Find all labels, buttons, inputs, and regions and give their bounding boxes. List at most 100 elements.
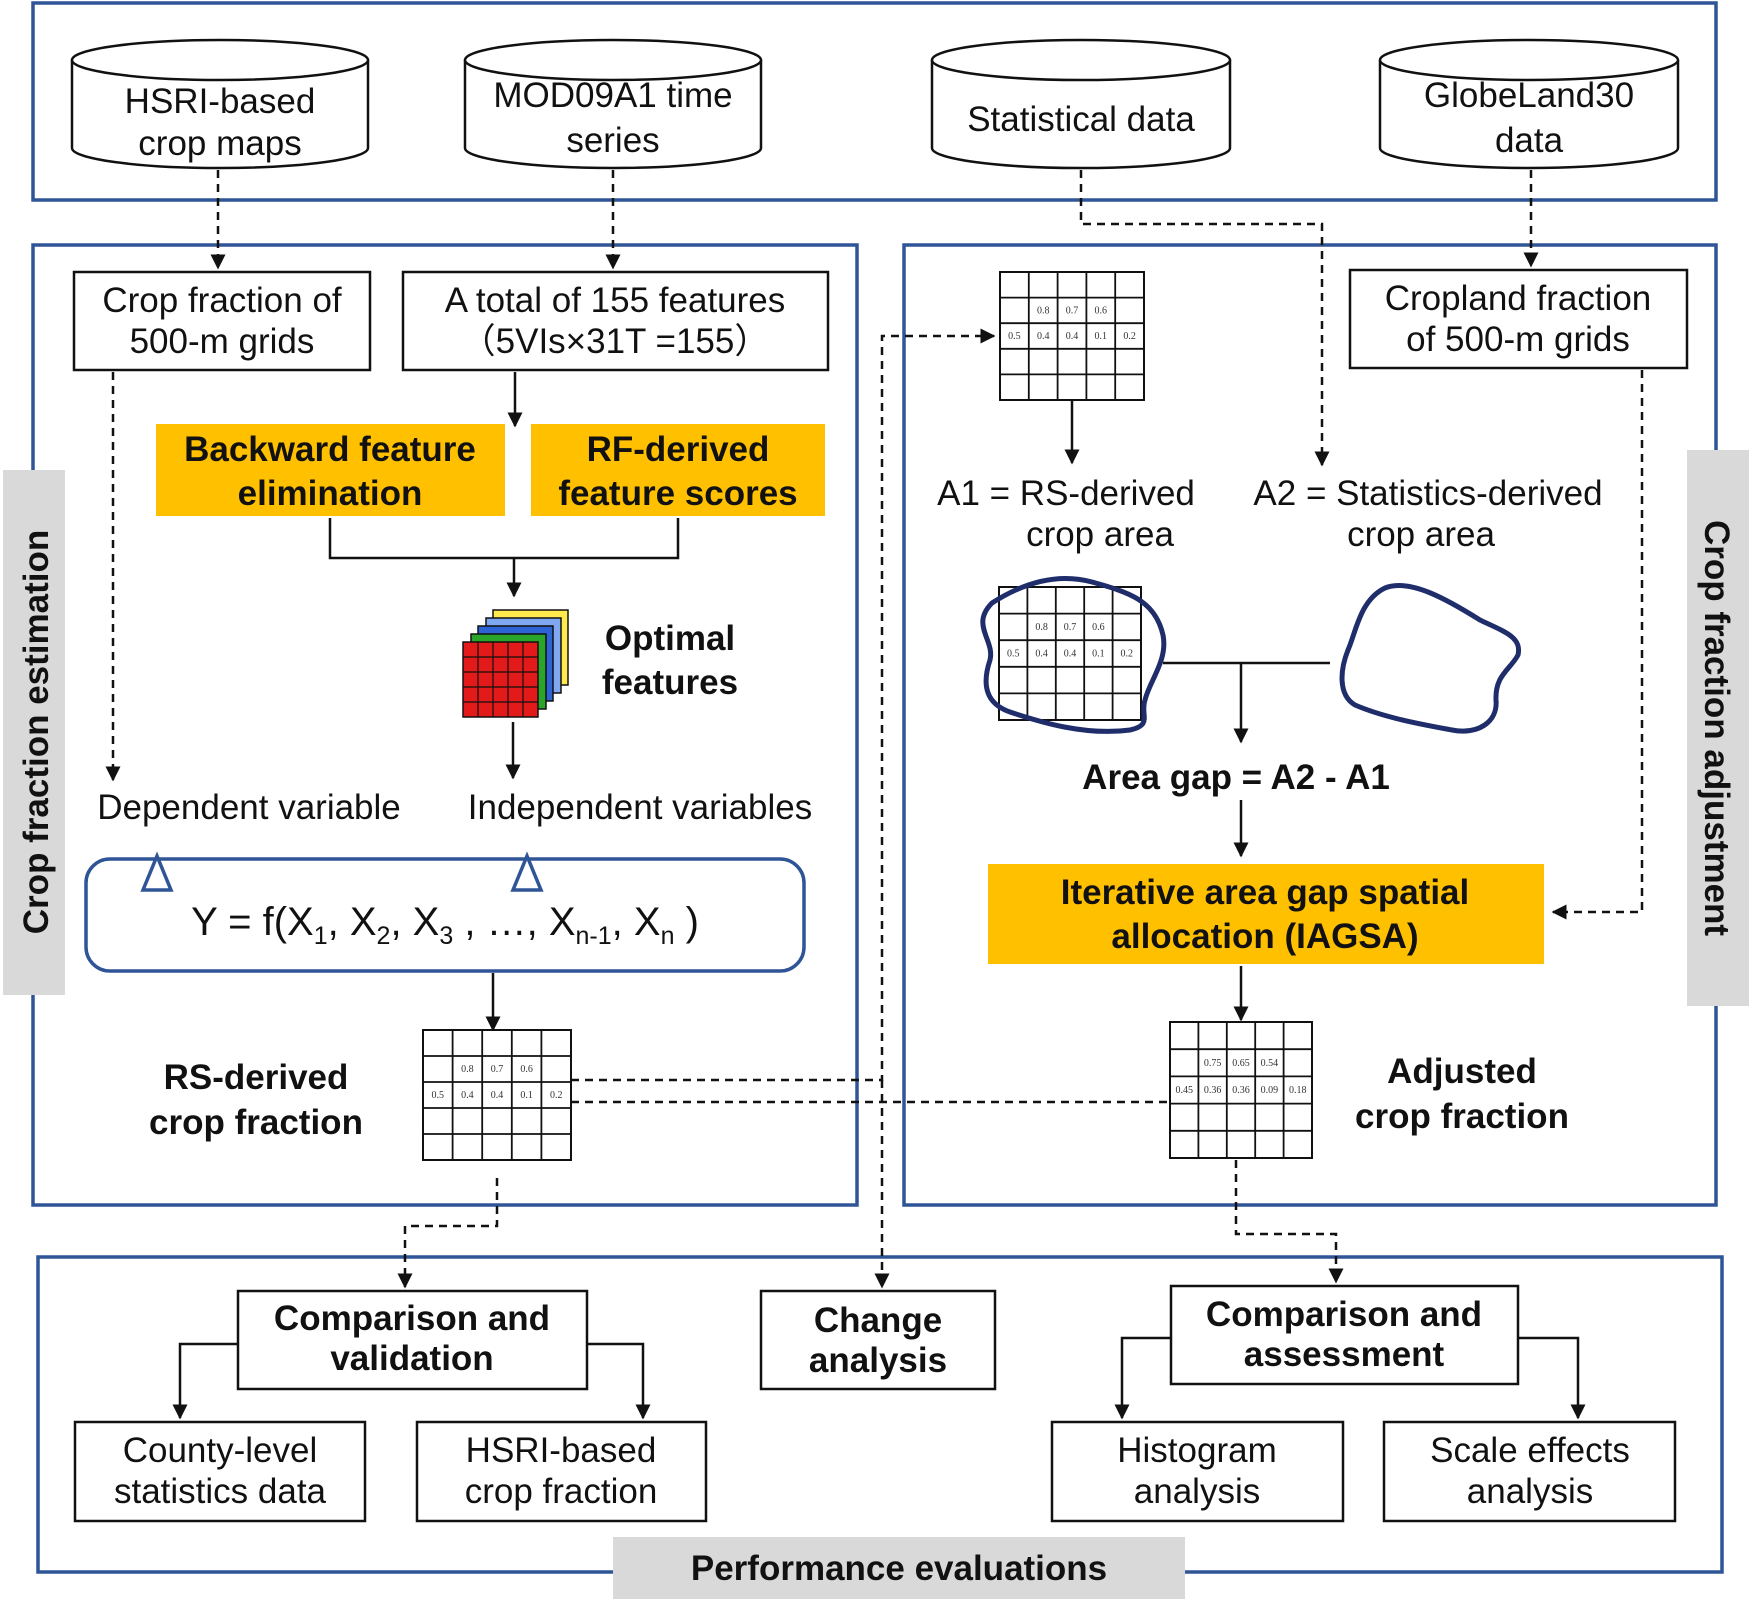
connectors	[105, 170, 1644, 1420]
grid-cell-value: 0.45	[1175, 1085, 1193, 1096]
cropland-fraction-line2: of 500-m grids	[1406, 320, 1630, 359]
grid-cell-value: 0.2	[1121, 649, 1134, 660]
rf-scores-line2: feature scores	[558, 474, 797, 513]
crop-fraction-grid-line1: Crop fraction of	[102, 281, 342, 320]
total-features-line1: A total of 155 features	[445, 281, 786, 320]
mod09a1-database: MOD09A1 time series	[463, 38, 763, 170]
data-sources-panel	[31, 1, 1718, 202]
rs-derived-fraction-line2: crop fraction	[149, 1103, 363, 1142]
feature-stack-icon	[462, 609, 569, 718]
rs-region-outline	[980, 576, 1167, 734]
hsri-maps-line2: crop maps	[138, 124, 301, 163]
scale-effects-line1: Scale effects	[1430, 1431, 1630, 1470]
histogram-analysis-line1: Histogram	[1117, 1431, 1276, 1470]
backward-elimination-box	[156, 424, 505, 516]
hsri-maps-line1: HSRI-based	[125, 82, 316, 121]
a1-line2: crop area	[1026, 515, 1174, 554]
rs-derived-fraction-line1: RS-derived	[164, 1058, 349, 1097]
grid-cell-value: 0.1	[1095, 331, 1108, 342]
grid-cell-value: 0.8	[461, 1064, 474, 1075]
grid-cell-value: 0.7	[1066, 305, 1079, 316]
crop-fraction-adjustment-label: Crop fraction adjustment	[1697, 520, 1736, 936]
crop-fraction-estimation-label-bg	[3, 470, 65, 995]
county-statistics-box	[73, 1420, 367, 1523]
grid-cell-value: 0.1	[1092, 649, 1105, 660]
grid-cell-value: 0.36	[1204, 1085, 1222, 1096]
county-statistics-line2: statistics data	[114, 1472, 327, 1511]
grid-cell-value: 0.6	[1092, 622, 1105, 633]
cropland-fraction-box	[1348, 268, 1689, 370]
area-gap-label: Area gap = A2 - A1	[1082, 758, 1390, 797]
dependent-arrow-up-icon	[140, 851, 174, 892]
grid-cell-value: 0.2	[1123, 331, 1136, 342]
cropland-fraction-line1: Cropland fraction	[1385, 279, 1652, 318]
hsri-fraction-line1: HSRI-based	[466, 1431, 657, 1470]
grid-cell-value: 0.8	[1035, 622, 1048, 633]
grid-cell-value: 0.2	[550, 1090, 563, 1101]
grid-cell-value: 0.4	[1066, 331, 1079, 342]
change-analysis-line1: Change	[814, 1301, 942, 1340]
grid-cell-value: 0.75	[1204, 1058, 1222, 1069]
total-features-box	[401, 270, 830, 372]
grid-cell-value: 0.6	[1095, 305, 1108, 316]
grid-cell-value: 0.7	[491, 1064, 504, 1075]
dependent-variable-label: Dependent variable	[97, 788, 401, 827]
globeland30-line1: GlobeLand30	[1424, 76, 1634, 115]
rf-scores-line1: RF-derived	[587, 430, 770, 469]
change-analysis-box	[759, 1289, 997, 1391]
histogram-analysis-line2: analysis	[1134, 1472, 1260, 1511]
iagsa-line2: allocation (IAGSA)	[1111, 917, 1418, 956]
comparison-validation-line1: Comparison and	[274, 1299, 550, 1338]
crop-fraction-estimation-label: Crop fraction estimation	[17, 530, 56, 934]
grid-cell-value: 0.36	[1232, 1085, 1250, 1096]
mod09a1-line2: series	[566, 121, 659, 160]
adjusted-fraction-line2: crop fraction	[1355, 1097, 1569, 1136]
comparison-assessment-line1: Comparison and	[1206, 1295, 1482, 1334]
model-formula: Y = f(X1, X2, X3 , …, Xn-1, Xn )	[191, 900, 699, 950]
grid-cell-value: 0.54	[1261, 1058, 1279, 1069]
rs-derived-fraction-grid: 0.8 0.7 0.6 0.5 0.4 0.4 0.1 0.2	[422, 1029, 572, 1161]
rf-scores-box	[531, 424, 825, 516]
optimal-features-line1: Optimal	[605, 619, 735, 658]
change-analysis-line2: analysis	[809, 1341, 947, 1380]
statistical-data-label: Statistical data	[967, 100, 1195, 139]
scale-effects-box	[1382, 1420, 1677, 1523]
hsri-fraction-line2: crop fraction	[465, 1472, 658, 1511]
model-formula-box	[84, 857, 806, 973]
hsri-fraction-box	[415, 1420, 708, 1523]
hsri-maps-database: HSRI-based crop maps	[70, 38, 370, 170]
grid-cell-value: 0.4	[461, 1090, 474, 1101]
grid-cell-value: 0.4	[1037, 331, 1050, 342]
crop-fraction-grid-line2: 500-m grids	[130, 322, 315, 361]
independent-arrow-up-icon	[510, 851, 544, 892]
grid-cell-value: 0.4	[491, 1090, 504, 1101]
grid-cell-value: 0.65	[1232, 1058, 1250, 1069]
mod09a1-line1: MOD09A1 time	[493, 76, 732, 115]
comparison-assessment-box	[1169, 1284, 1520, 1386]
globeland30-line2: data	[1495, 121, 1564, 160]
optimal-features-line2: features	[602, 663, 738, 702]
independent-variables-label: Independent variables	[468, 788, 812, 827]
a2-line1: A2 = Statistics-derived	[1253, 474, 1602, 513]
county-statistics-line1: County-level	[123, 1431, 318, 1470]
comparison-validation-box	[236, 1289, 589, 1391]
backward-elimination-line2: elimination	[238, 474, 423, 513]
comparison-validation-line2: validation	[330, 1339, 493, 1378]
grid-cell-value: 0.4	[1035, 649, 1048, 660]
statistical-data-database: Statistical data	[930, 38, 1232, 170]
grid-cell-value: 0.1	[520, 1090, 533, 1101]
total-features-line2: （5VIs×31T =155）	[461, 322, 770, 361]
iagsa-line1: Iterative area gap spatial	[1061, 873, 1470, 912]
crop-fraction-grid-box	[72, 270, 372, 372]
grid-cell-value: 0.8	[1037, 305, 1050, 316]
iagsa-box	[988, 864, 1544, 964]
performance-evaluations-label-bg	[613, 1537, 1185, 1599]
grid-cell-value: 0.6	[520, 1064, 533, 1075]
statistics-region-outline	[1339, 583, 1522, 734]
grid-cell-value: 0.7	[1064, 622, 1077, 633]
grid-cell-value: 0.5	[432, 1090, 445, 1101]
backward-elimination-line1: Backward feature	[184, 430, 476, 469]
